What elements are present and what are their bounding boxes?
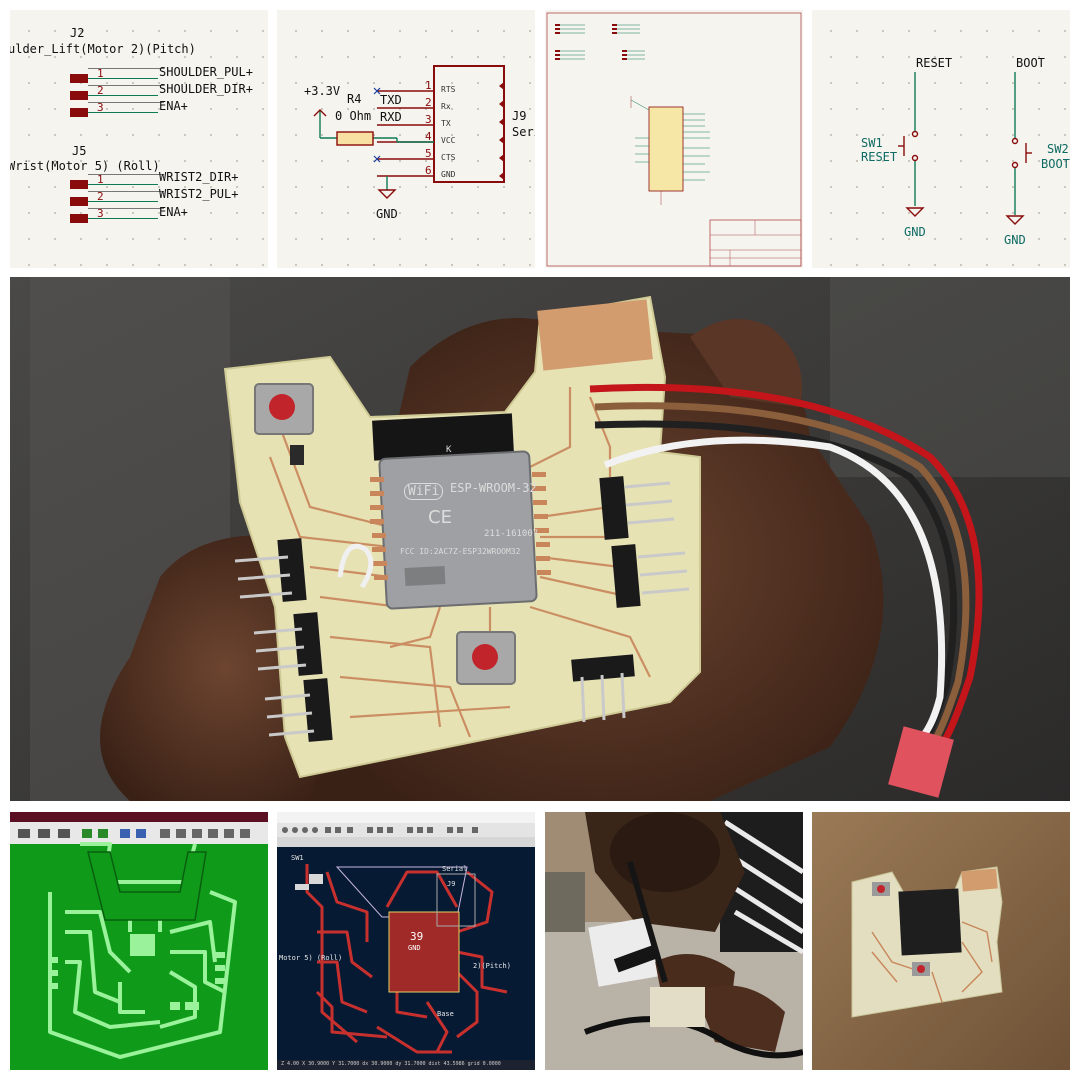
reset-net-label: RESET (916, 56, 953, 70)
soldering-photo-drawing (545, 812, 803, 1070)
schematic-sheet-tile (545, 10, 803, 268)
module-brand: WiFi (404, 483, 444, 500)
pcb-label-sw1: SW1 (291, 854, 304, 862)
r4-ref: R4 (347, 92, 362, 106)
j5-pin-3-num: 3 (97, 207, 104, 220)
sw1-ref: SW1 (861, 136, 883, 150)
editor-menubar (277, 812, 535, 823)
j2-pin-1-num: 1 (97, 67, 104, 80)
j2-net-2: SHOULDER_DIR+ (159, 82, 253, 96)
j2-net-3: ENA+ (159, 99, 188, 113)
r4-value: 0 Ohm (335, 109, 372, 123)
pcb-label-motor5: Motor 5) (Roll) (279, 954, 343, 962)
soldering-photo-tile (545, 812, 803, 1070)
pcb-photo-tile: WiFi ESP-WROOM-32 CE 211-161007 FCC ID:2… (10, 277, 1070, 801)
j5-title: Wrist(Motor 5) (Roll) (10, 159, 160, 173)
pcb-editor-tile: SW1 Serial J9 39 GND Motor 5) (Roll) 2)(… (277, 812, 535, 1070)
j9-ref: J9 (512, 109, 527, 123)
j5-net-1: WRIST2_DIR+ (159, 170, 239, 184)
gerber-iconbar (10, 822, 268, 844)
sw2-name: BOOT (1041, 157, 1070, 171)
serial-schematic-drawing (313, 65, 505, 199)
pcb-label-motor2: 2)(Pitch) (473, 962, 511, 970)
txd-label: TXD (380, 93, 402, 107)
editor-tabbar (277, 837, 535, 847)
j9-pin-2-num: 2 (425, 96, 432, 109)
gnd-right-label: GND (1004, 233, 1026, 247)
finished-board-photo-tile (812, 812, 1070, 1070)
j2-net-1: SHOULDER_PUL+ (159, 65, 253, 79)
j5-net-2: WRIST2_PUL+ (159, 187, 239, 201)
module-name: ESP-WROOM-32 (450, 481, 537, 495)
pcb-label-serial: Serial (442, 865, 468, 873)
j5-pin-2-num: 2 (97, 190, 104, 203)
j9-pin-2-name: Rx (441, 102, 451, 111)
j5-net-3: ENA+ (159, 205, 188, 219)
module-fcc: FCC ID:2AC7Z-ESP32WROOM32 (400, 547, 521, 556)
j2-pin-3-num: 3 (97, 101, 104, 114)
j9-pin-1-name: RTS (441, 85, 456, 94)
pcb-label-j9: J9 (447, 880, 456, 888)
pcb-label-pad39: 39 (410, 930, 424, 943)
rxd-label: RXD (380, 110, 402, 124)
pcb-layout (277, 864, 535, 1070)
schematic-connectors-tile: J2 ulder_Lift(Motor 2)(Pitch) 1 2 3 SHOU… (10, 10, 268, 268)
finished-board-drawing (812, 812, 1070, 1070)
schematic-buttons-tile: RESET BOOT SW1 RESET SW2 BOOT GND GND (812, 10, 1070, 268)
j5-ref: J5 (72, 144, 87, 158)
gerber-toolbar (10, 812, 268, 822)
module-ce: CE (428, 507, 452, 528)
j9-pin-6-num: 6 (425, 164, 432, 177)
j9-pin-3-num: 3 (425, 113, 432, 126)
pcb-label-gnd: GND (408, 944, 421, 952)
power-3v3-label: +3.3V (304, 84, 341, 98)
j9-pin-5-num: 5 (425, 147, 432, 160)
j2-title: ulder_Lift(Motor 2)(Pitch) (10, 42, 196, 56)
j9-pin-6-name: GND (441, 170, 456, 179)
module-cert: 211-161007 (484, 529, 539, 539)
j9-title: Seri (512, 125, 535, 139)
j9-pin-1-num: 1 (425, 79, 432, 92)
schematic-serial-tile: +3.3V R4 0 Ohm TXD RXD J9 Seri GND 1 2 3… (277, 10, 535, 268)
gnd-left-label: GND (904, 225, 926, 239)
gnd-label: GND (376, 207, 398, 221)
antenna-mark: K (446, 445, 452, 455)
j2-pin-2-num: 2 (97, 84, 104, 97)
boot-net-label: BOOT (1016, 56, 1045, 70)
gerber-traces (48, 842, 237, 1059)
j2-ref: J2 (70, 26, 85, 40)
j9-pin-3-name: TX (441, 119, 451, 128)
sw1-name: RESET (861, 150, 898, 164)
j9-pin-4-name: VCC (441, 136, 456, 145)
editor-toolbar (277, 823, 535, 837)
buttons-schematic-drawing (898, 72, 1032, 225)
editor-status-bar: Z 4.00 X 30.9000 Y 31.7000 dx 30.9000 dy… (281, 1061, 501, 1067)
sw2-ref: SW2 (1047, 142, 1069, 156)
pcb-label-base: Base (437, 1010, 454, 1018)
full-sheet-thumbnail (546, 12, 802, 267)
j9-pin-5-name: CTS (441, 153, 456, 162)
pcb-photo-drawing (10, 277, 1070, 801)
gerber-view-tile (10, 812, 268, 1070)
j9-pin-4-num: 4 (425, 130, 432, 143)
j5-pin-1-num: 1 (97, 173, 104, 186)
